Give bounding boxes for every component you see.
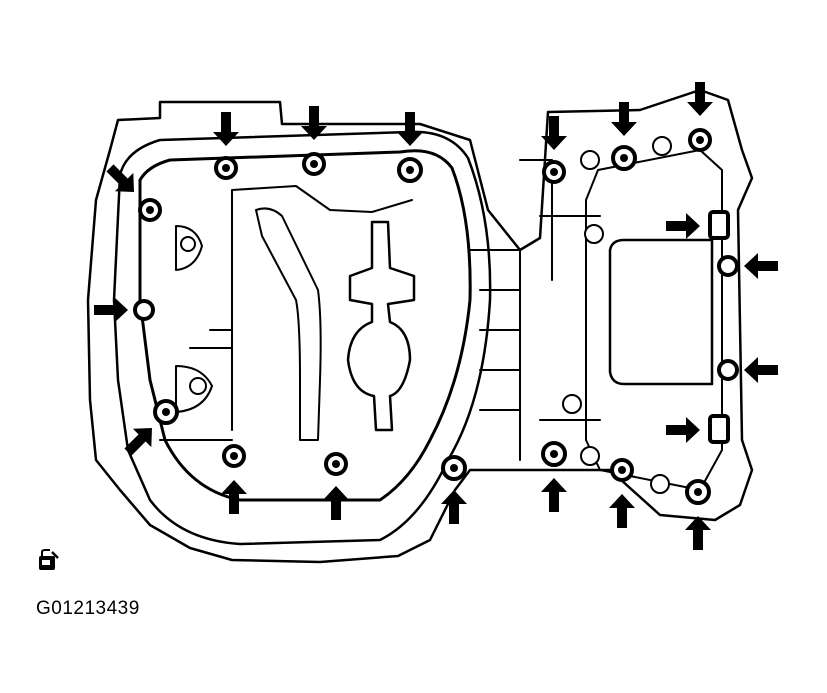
bolt xyxy=(717,359,739,381)
left-boss-lower xyxy=(175,365,213,413)
clip xyxy=(580,446,600,466)
clip xyxy=(580,150,600,170)
arrows-down xyxy=(213,82,713,150)
center-boss xyxy=(346,220,416,432)
housing-outline xyxy=(86,88,754,564)
torque-wrench-icon xyxy=(39,549,59,570)
clip xyxy=(562,394,582,414)
figure-id: G01213439 xyxy=(36,598,140,619)
bolt xyxy=(133,299,155,321)
arrows-left xyxy=(744,253,778,383)
rib-lines xyxy=(159,159,601,461)
sump-cavity xyxy=(608,238,714,386)
stud xyxy=(708,414,730,444)
clip xyxy=(652,136,672,156)
gasket-rim xyxy=(138,149,472,502)
right-frame xyxy=(585,149,723,491)
bolt xyxy=(717,255,739,277)
arrows-up xyxy=(221,478,711,550)
clip xyxy=(584,224,604,244)
clips xyxy=(562,136,672,494)
pickup-tube xyxy=(255,207,322,441)
bolts xyxy=(133,128,739,505)
gasket-rim-outer xyxy=(112,130,492,546)
stud xyxy=(708,210,730,240)
left-boss xyxy=(175,225,203,271)
clip xyxy=(650,474,670,494)
